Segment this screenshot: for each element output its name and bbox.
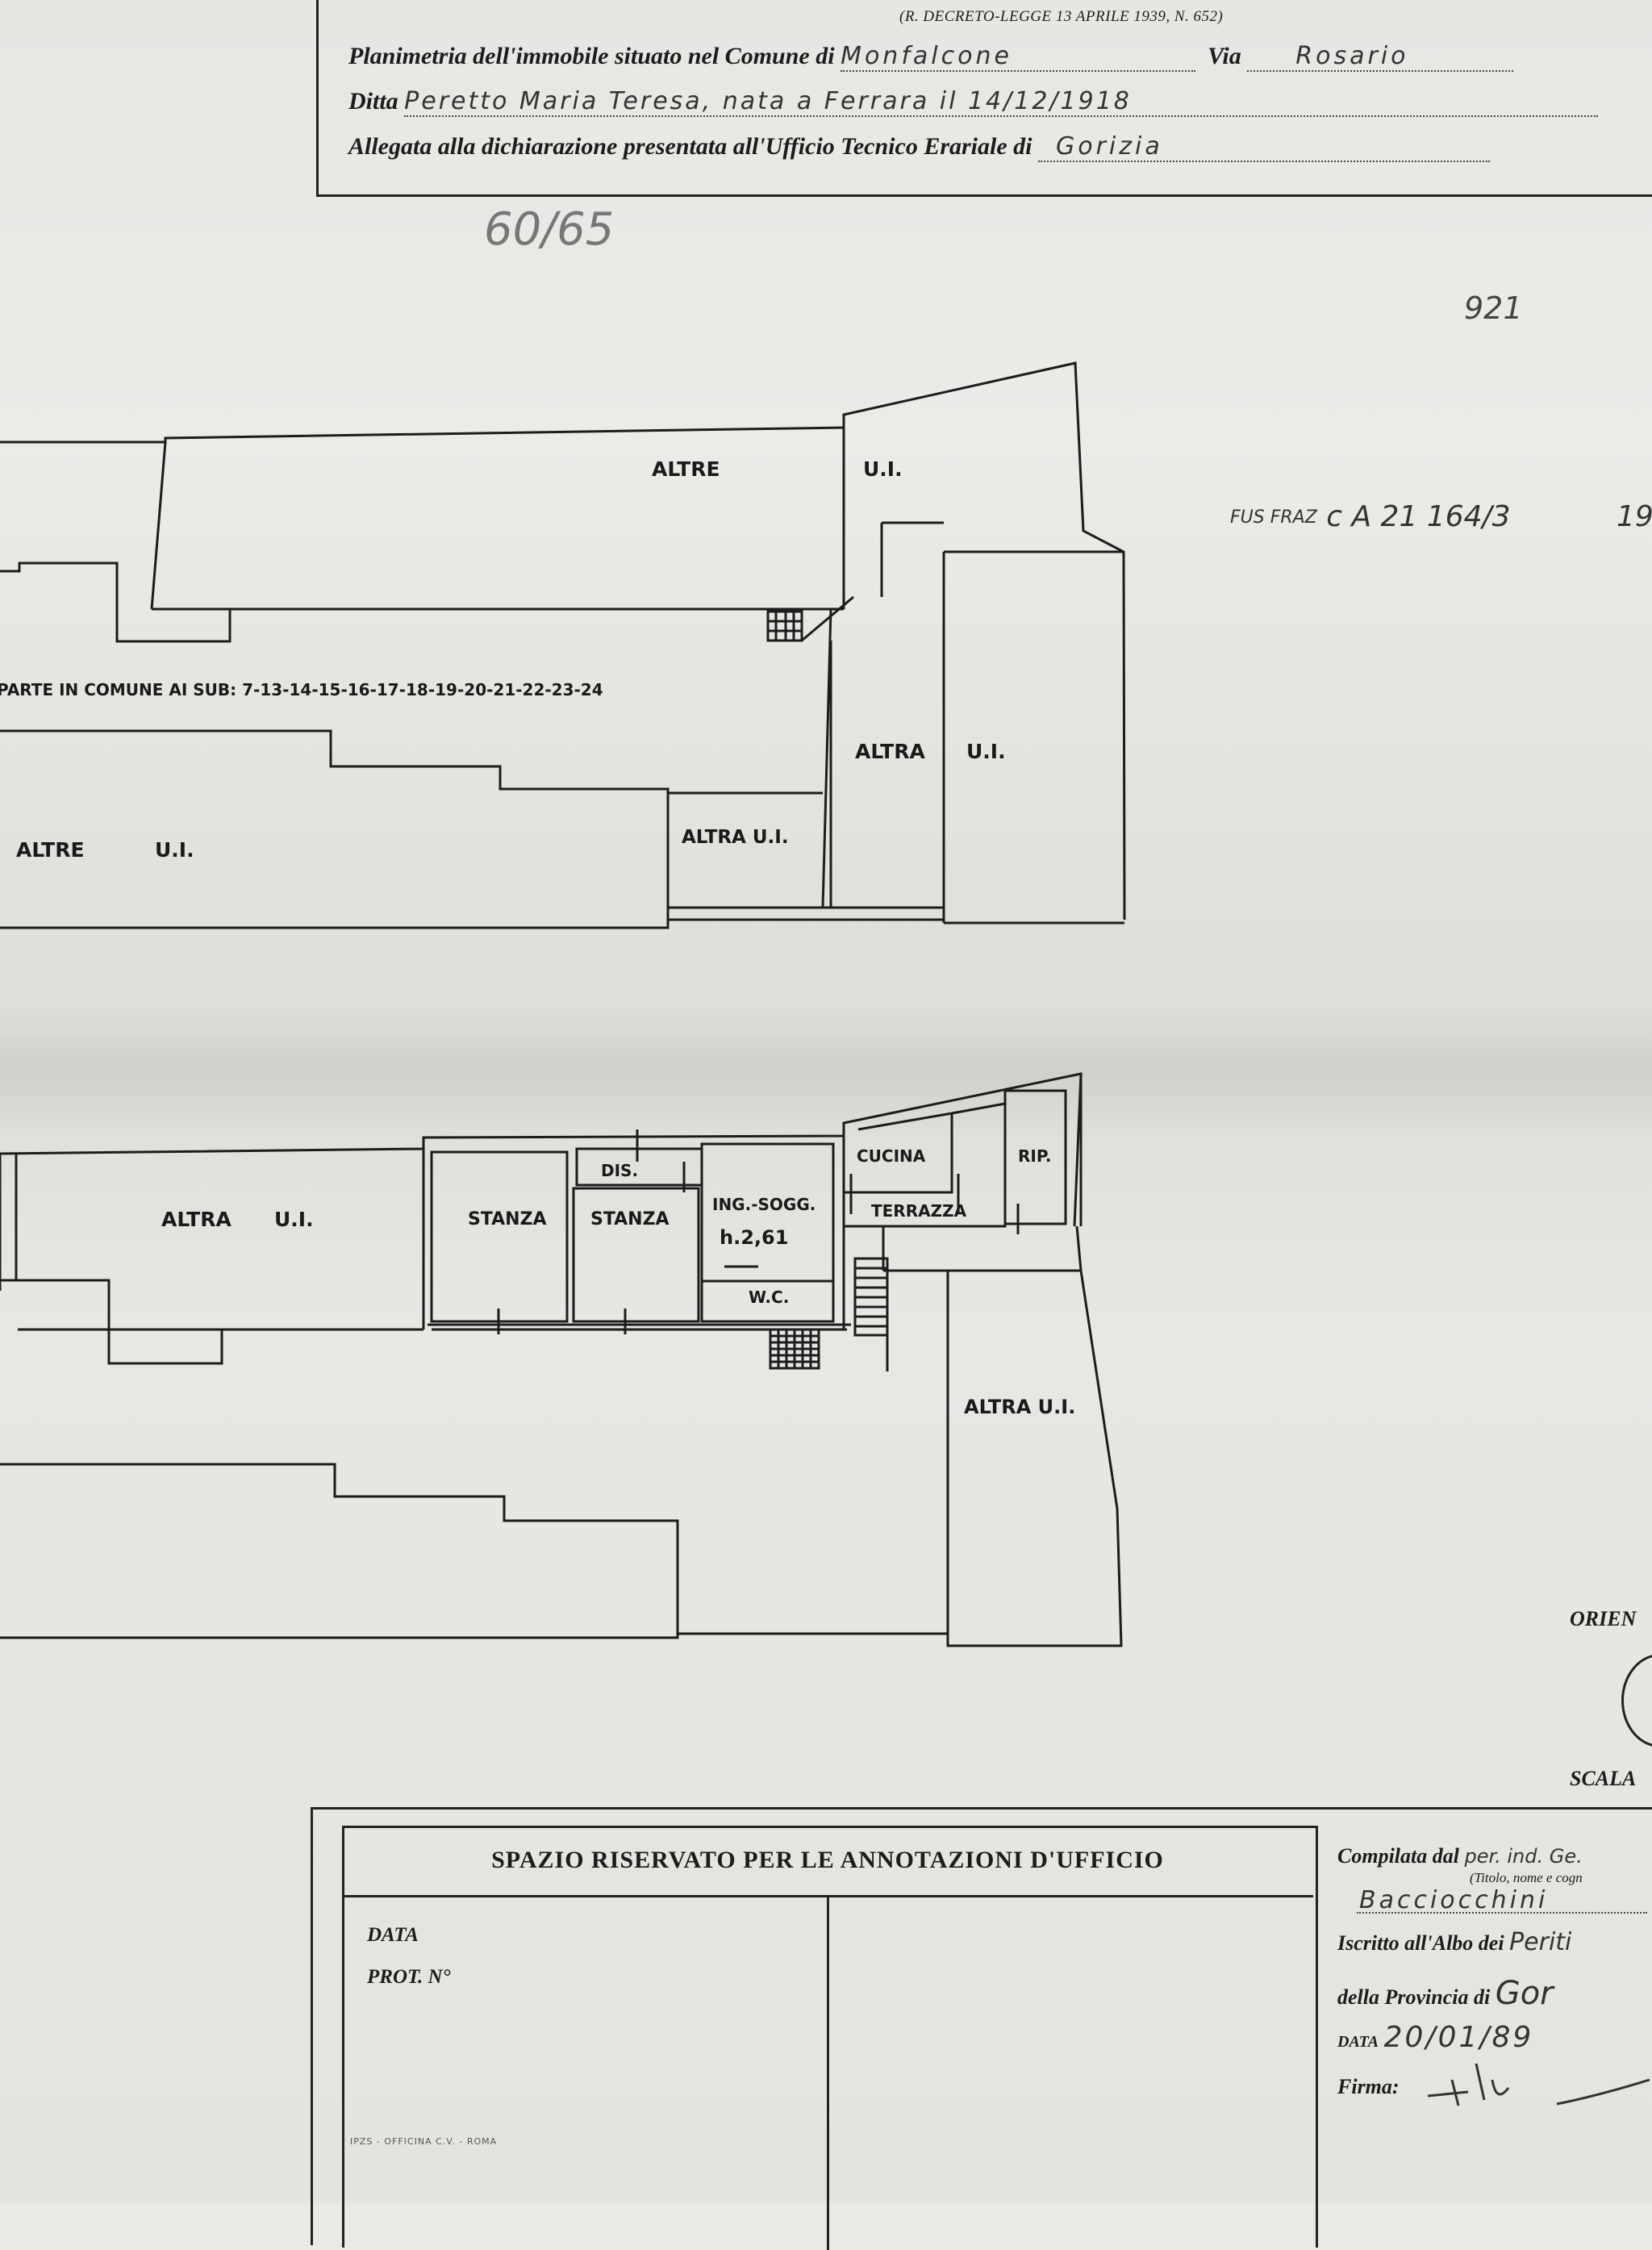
lower-plan: [0, 1072, 1123, 1647]
room-label-rip: RIP.: [1018, 1146, 1051, 1166]
upper-label-ui: U.I.: [863, 457, 903, 481]
firma-label: Firma:: [1337, 2075, 1400, 2098]
printer-footer: IPZS - OFFICINA C.V. - ROMA: [350, 2136, 498, 2147]
via-field: Rosario: [1247, 42, 1514, 72]
comune-label: Planimetria dell'immobile situato nel Co…: [348, 43, 835, 69]
compiler-name-value: Bacciocchini: [1359, 1886, 1549, 1914]
allegata-value: Gorizia: [1056, 132, 1163, 161]
office-divider: [827, 1895, 829, 2250]
provincia-row: della Provincia di Gor: [1337, 1975, 1554, 2012]
ditta-field: Peretto Maria Teresa, nata a Ferrara il …: [404, 87, 1599, 117]
comune-value: Monfalcone: [841, 42, 1012, 70]
sheet-number: 60/65: [484, 203, 615, 256]
floor-plan-drawing: ALTRE U.I. PARTE IN COMUNE AI SUB: 7-13-…: [0, 361, 1126, 1647]
room-label-ing-sogg: ING.-SOGG.: [712, 1195, 816, 1214]
middle-label-ui: U.I.: [966, 740, 1006, 763]
paper-sheet: [0, 0, 1652, 2203]
upper-label-common: PARTE IN COMUNE AI SUB: 7-13-14-15-16-17…: [0, 680, 603, 699]
room-label-stanza-2: STANZA: [590, 1209, 670, 1229]
iscritto-row: Iscritto all'Albo dei Periti: [1337, 1928, 1571, 1956]
fold-shadow: [0, 1008, 1652, 1138]
lower-label-altra-ui-right: ALTRA U.I.: [964, 1396, 1075, 1418]
room-height: h.2,61: [720, 1226, 788, 1249]
room-label-terrazza: TERRAZZA: [871, 1201, 967, 1221]
parcel-number: 921: [1464, 290, 1523, 326]
room-label-cucina: CUCINA: [857, 1146, 926, 1166]
left-label-altre: ALTRE: [16, 838, 85, 862]
iscritto-label: Iscritto all'Albo dei: [1337, 1931, 1504, 1955]
iscritto-value: Periti: [1509, 1928, 1572, 1956]
left-label-ui: U.I.: [155, 838, 194, 862]
header-row-comune: Planimetria dell'immobile situato nel Co…: [348, 42, 1514, 72]
compilata-row: Compilata dal per. ind. Ge.: [1337, 1844, 1583, 1868]
small-label-altra-ui: ALTRA U.I.: [682, 827, 789, 848]
signature-drawing: [1427, 2063, 1650, 2106]
room-label-wc: W.C.: [749, 1288, 789, 1307]
cadastral-code: c A 21 164/3: [1326, 500, 1511, 533]
compilata-label: Compilata dal: [1337, 1844, 1459, 1868]
office-outer-frame: [311, 1807, 1652, 2245]
date-value: 20/01/89: [1383, 2021, 1534, 2054]
lower-label-altra: ALTRA: [161, 1208, 232, 1231]
provincia-value: Gor: [1495, 1975, 1554, 2012]
allegata-field: Gorizia: [1038, 132, 1490, 162]
office-data-label: DATA: [367, 1924, 419, 1946]
date-row: DATA 20/01/89: [1337, 2021, 1533, 2054]
orientation-label: ORIEN: [1570, 1607, 1637, 1630]
office-annotation-title: SPAZIO RISERVATO PER LE ANNOTAZIONI D'UF…: [342, 1826, 1313, 1897]
cadastral-reference: FUS FRAZ c A 21 164/3 19: [1230, 500, 1652, 533]
via-value: Rosario: [1295, 42, 1409, 70]
title-hint: (Titolo, nome e cogn: [1470, 1870, 1583, 1885]
room-label-stanza-1: STANZA: [468, 1209, 547, 1229]
header-row-allegata: Allegata alla dichiarazione presentata a…: [348, 132, 1490, 162]
scale-label: SCALA: [1570, 1767, 1637, 1790]
ditta-value: Peretto Maria Teresa, nata a Ferrara il …: [404, 87, 1132, 115]
via-label: Via: [1208, 43, 1241, 69]
compilata-value: per. ind. Ge.: [1464, 1845, 1583, 1868]
allegata-label: Allegata alla dichiarazione presentata a…: [348, 133, 1032, 160]
compiler-name-row: Bacciocchini: [1359, 1886, 1548, 1914]
middle-label-altra: ALTRA: [855, 740, 925, 763]
provincia-label: della Provincia di: [1337, 1985, 1491, 2009]
room-label-dis: DIS.: [601, 1161, 638, 1180]
comune-field: Monfalcone: [841, 42, 1196, 72]
firma-row: Firma:: [1337, 2075, 1400, 2099]
plan-labels: ALTRE U.I. PARTE IN COMUNE AI SUB: 7-13-…: [0, 457, 1075, 1418]
upper-plan: [0, 361, 1126, 929]
upper-label-altre: ALTRE: [652, 457, 720, 481]
name-dotted-line: [1357, 1912, 1647, 1914]
decree-reference: (R. DECRETO-LEGGE 13 APRILE 1939, N. 652…: [899, 8, 1224, 25]
office-annotation-box: [342, 1826, 1318, 2248]
date-label: DATA: [1337, 2033, 1379, 2051]
ditta-label: Ditta: [348, 88, 398, 115]
office-prot-label: PROT. N°: [367, 1966, 451, 1988]
lower-label-ui: U.I.: [274, 1208, 314, 1231]
header-box: [316, 0, 1652, 197]
cadastral-number: 19: [1617, 500, 1652, 533]
header-row-ditta: Ditta Peretto Maria Teresa, nata a Ferra…: [348, 87, 1599, 117]
cadastral-prefix: FUS FRAZ: [1230, 507, 1317, 528]
